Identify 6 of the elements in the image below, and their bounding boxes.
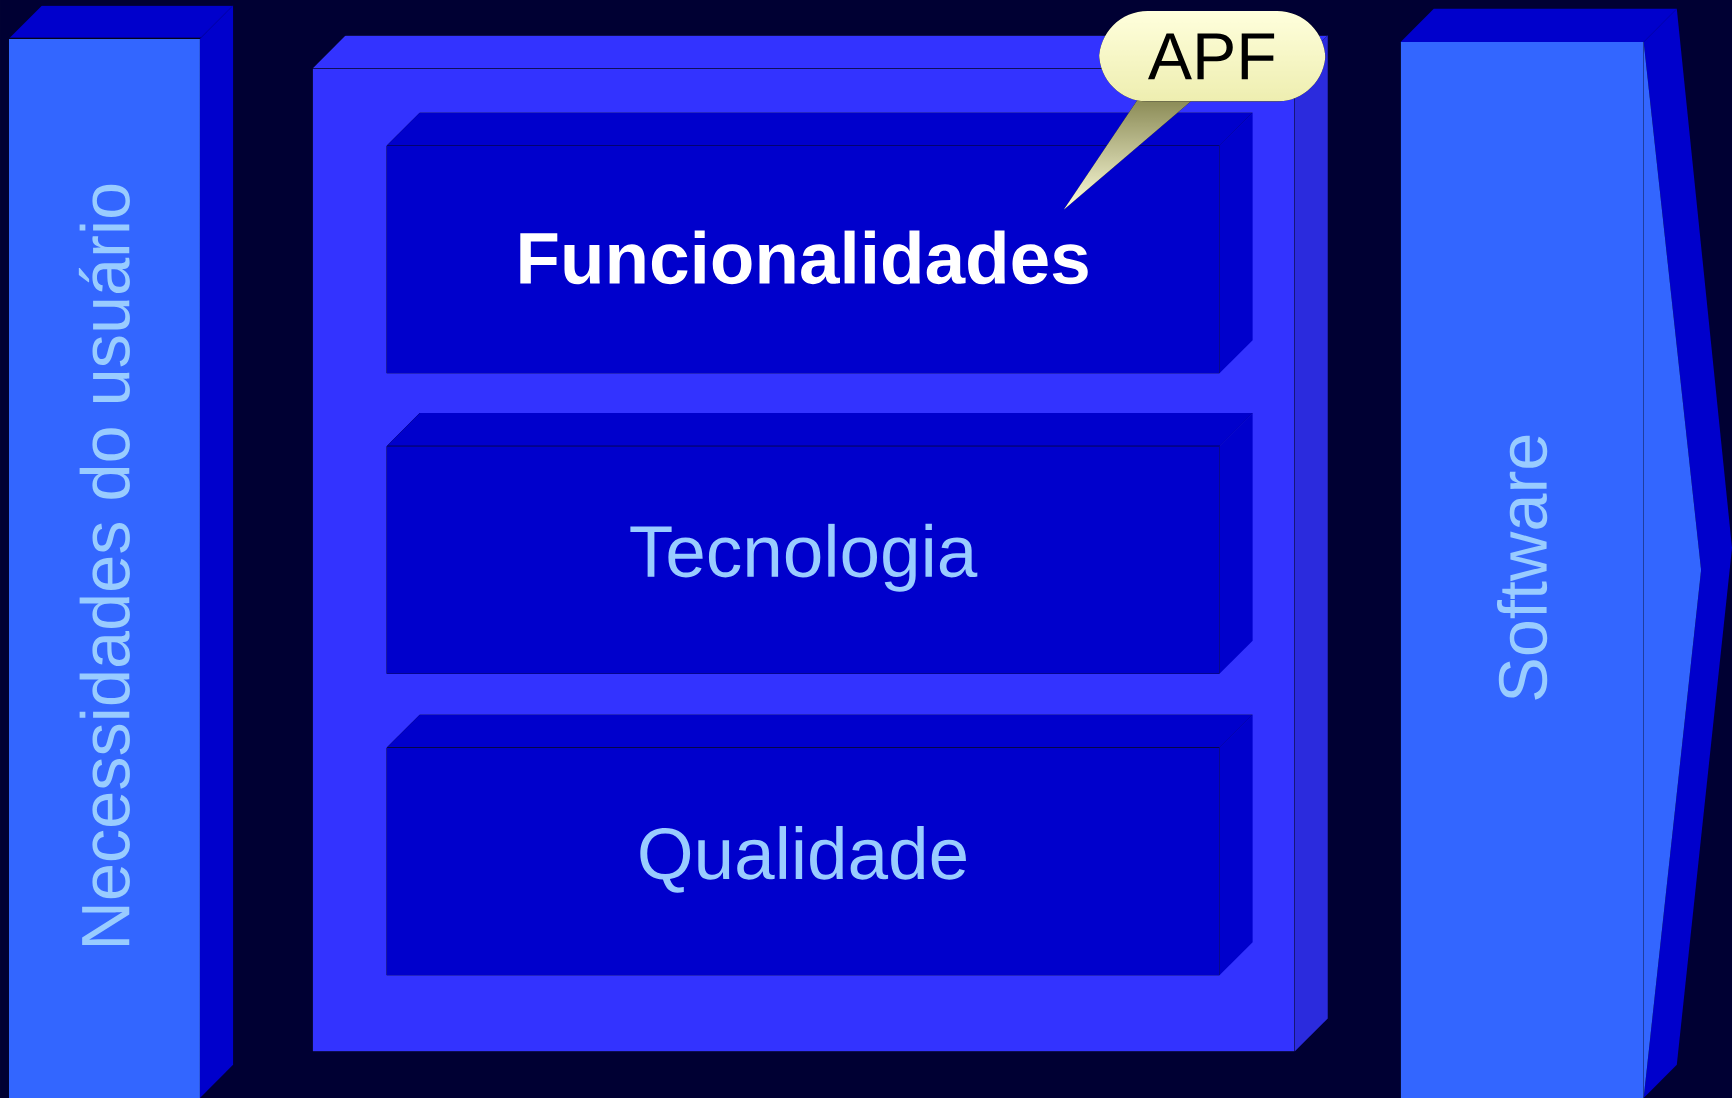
column-block: Necessidades do usuário <box>8 5 234 1098</box>
arrow-block: Software <box>1400 8 1732 1098</box>
panel-box: Tecnologia <box>386 413 1253 674</box>
panel-box: Qualidade <box>386 714 1253 976</box>
speech-bubble: APF <box>1063 11 1326 210</box>
panel-box: Funcionalidades <box>386 112 1253 374</box>
